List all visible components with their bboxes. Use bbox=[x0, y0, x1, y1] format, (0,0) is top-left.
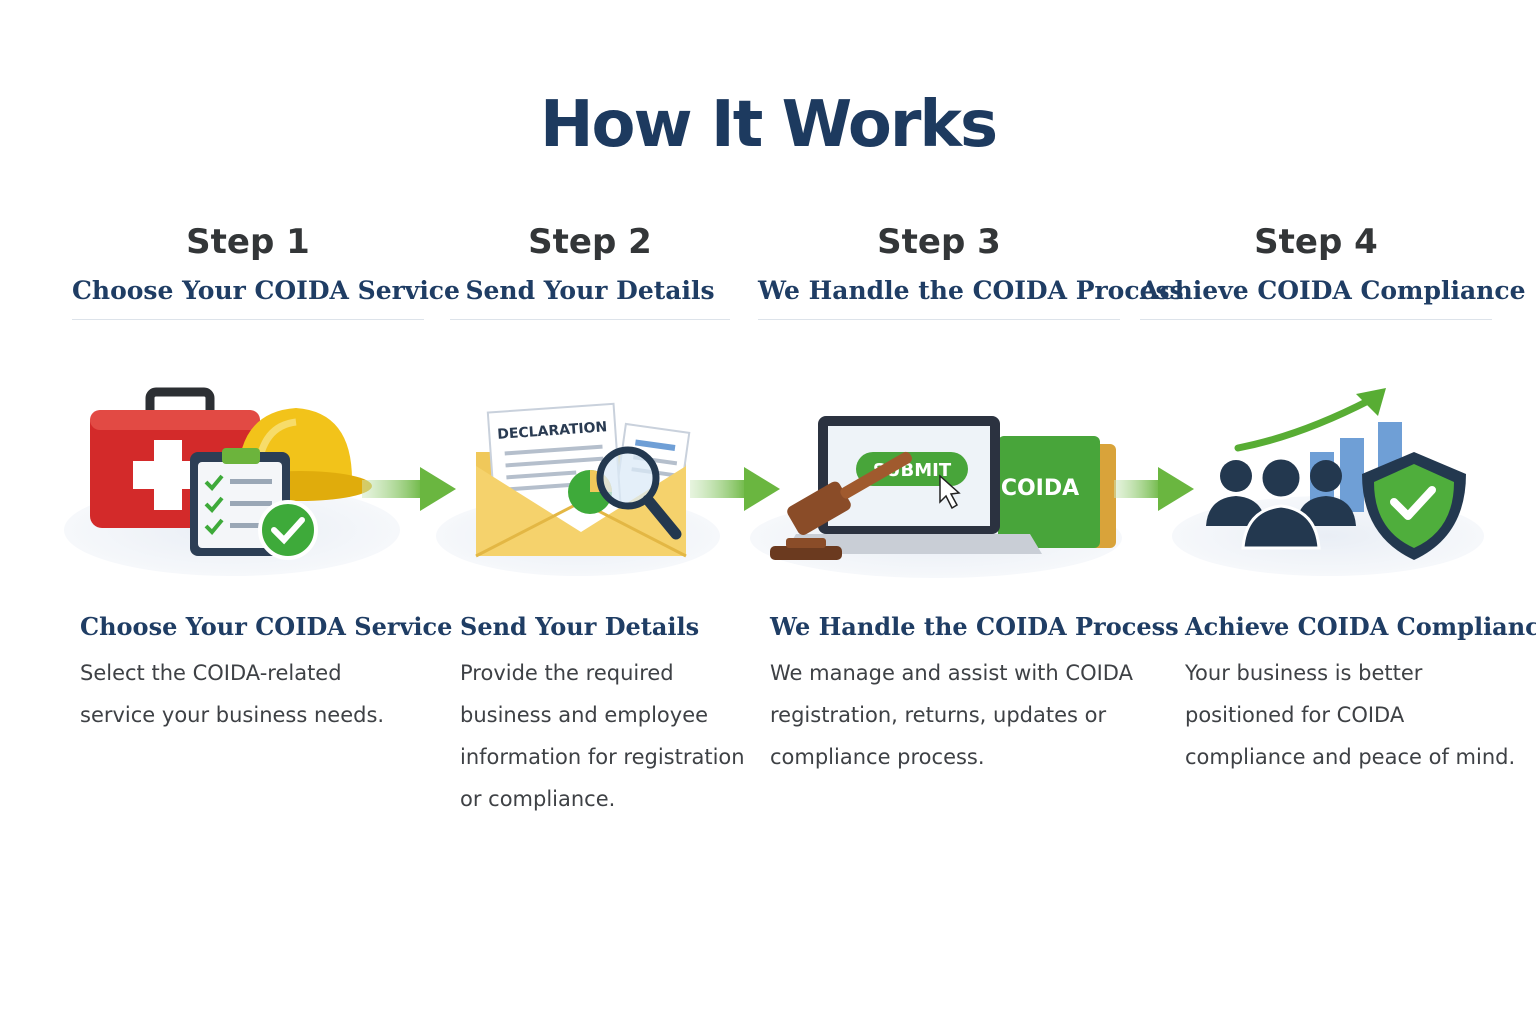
step-2-body: Send Your Details Provide the required b… bbox=[460, 610, 750, 820]
step-1-title: Choose Your COIDA Service bbox=[80, 612, 453, 641]
step-3-subtitle: We Handle the COIDA Process bbox=[758, 276, 1184, 320]
arrow-step-2-to-3-icon bbox=[690, 467, 780, 511]
step-3-title: We Handle the COIDA Process bbox=[770, 612, 1179, 641]
page-title: How It Works bbox=[539, 88, 998, 162]
arrow-step-1-to-2-icon bbox=[362, 467, 456, 511]
step-2-subtitle: Send Your Details bbox=[450, 276, 730, 320]
people-shield-growth-chart-icon bbox=[1172, 388, 1484, 576]
step-1-label: Step 1 bbox=[186, 222, 310, 262]
arrow-step-3-to-4-icon bbox=[1114, 467, 1194, 511]
step-1-description: Select the COIDA-related service your bu… bbox=[80, 661, 385, 727]
step-4-header: Step 4 Achieve COIDA Compliance bbox=[1140, 218, 1526, 320]
step-4-description: Your business is better positioned for C… bbox=[1185, 661, 1516, 769]
step-4-title: Achieve COIDA Compliance bbox=[1185, 612, 1536, 641]
step-1-body: Choose Your COIDA Service Select the COI… bbox=[80, 610, 453, 736]
steps-illustration-row: DECLARATION COIDA SUBMIT bbox=[64, 387, 1484, 578]
first-aid-kit-hard-hat-checklist-icon bbox=[64, 387, 400, 576]
step-2-description: Provide the required business and employ… bbox=[460, 661, 745, 811]
step-4-subtitle: Achieve COIDA Compliance bbox=[1140, 276, 1526, 320]
coida-folder-label: COIDA bbox=[1001, 476, 1079, 501]
laptop-gavel-folder-icon: COIDA SUBMIT bbox=[750, 416, 1122, 578]
declaration-label: DECLARATION bbox=[497, 419, 608, 443]
step-3-description: We manage and assist with COIDA registra… bbox=[770, 661, 1133, 769]
step-3-label: Step 3 bbox=[877, 222, 1001, 262]
step-4-body: Achieve COIDA Compliance Your business i… bbox=[1185, 610, 1536, 778]
step-4-label: Step 4 bbox=[1254, 222, 1378, 262]
step-3-header: Step 3 We Handle the COIDA Process bbox=[758, 218, 1184, 320]
step-2-label: Step 2 bbox=[528, 222, 652, 262]
step-3-body: We Handle the COIDA Process We manage an… bbox=[770, 610, 1179, 778]
step-2-header: Step 2 Send Your Details bbox=[450, 218, 730, 320]
step-1-header: Step 1 Choose Your COIDA Service bbox=[72, 218, 460, 320]
step-2-title: Send Your Details bbox=[460, 612, 700, 641]
step-1-subtitle: Choose Your COIDA Service bbox=[72, 276, 460, 320]
envelope-declaration-magnifier-icon: DECLARATION bbox=[436, 402, 720, 576]
